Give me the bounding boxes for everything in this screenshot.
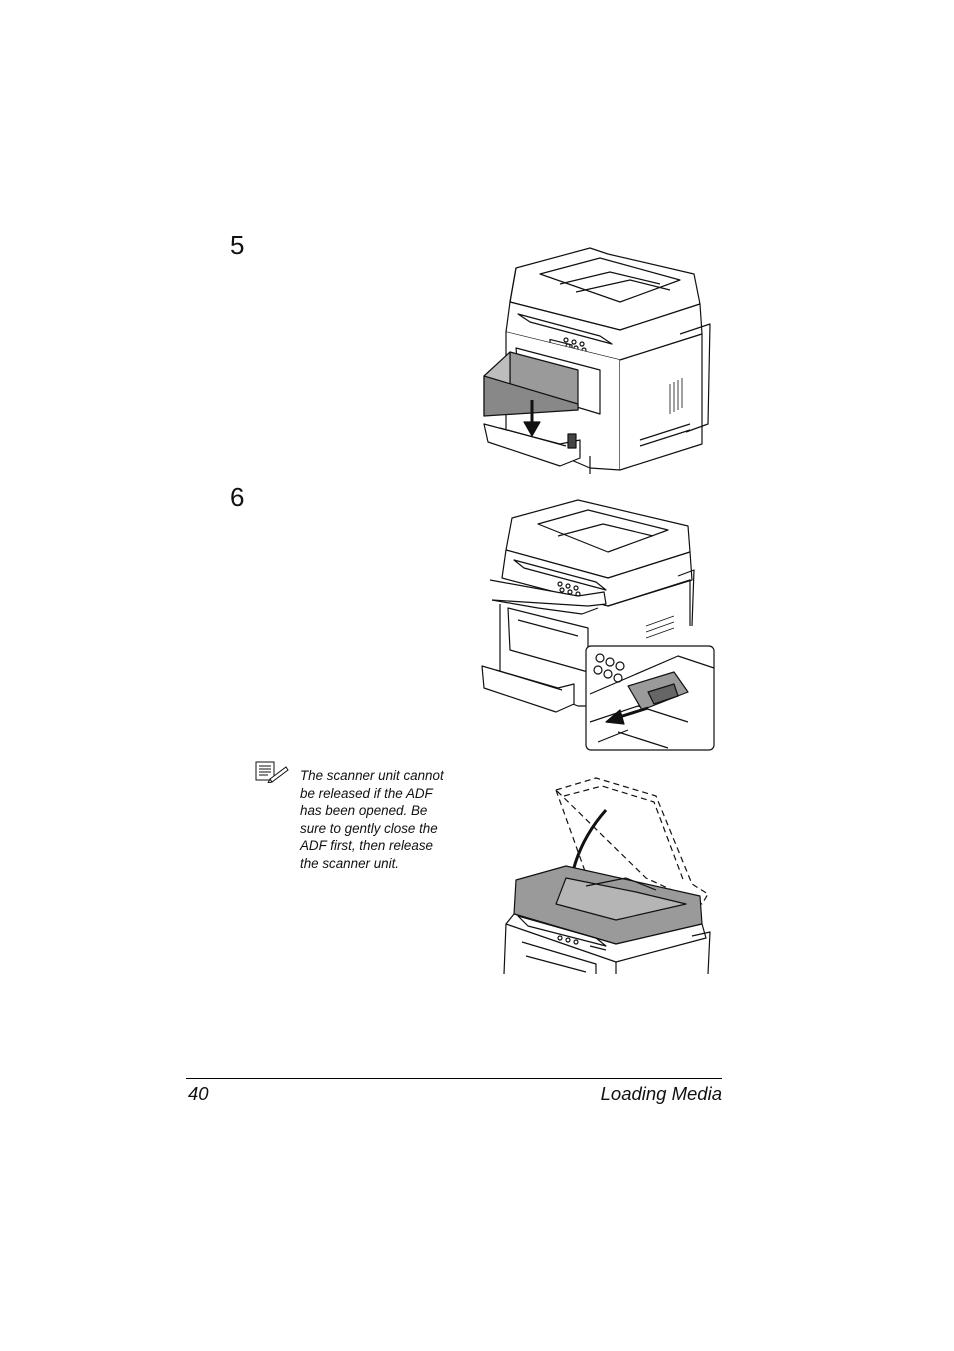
note-line: sure to gently close the xyxy=(300,820,438,836)
note-line: The scanner unit cannot xyxy=(300,768,444,783)
step-number-5: 5 xyxy=(230,230,245,260)
page-number: 40 xyxy=(188,1083,209,1104)
printer-illustration-step-5 xyxy=(480,244,712,478)
note-line: the scanner unit. xyxy=(300,855,400,871)
note-line: ADF first, then release xyxy=(300,838,433,854)
footer-rule xyxy=(186,1078,722,1079)
printer-illustration-step-6 xyxy=(478,496,718,754)
note-pencil-icon xyxy=(254,761,290,783)
note-line: be released if the ADF xyxy=(300,785,433,801)
note-text: The scanner unit cannot be released if t… xyxy=(300,767,460,873)
note-line: has been opened. Be xyxy=(300,803,428,819)
section-title: Loading Media xyxy=(600,1083,722,1104)
adf-closing-illustration xyxy=(496,774,714,974)
step-number-6: 6 xyxy=(230,482,245,512)
